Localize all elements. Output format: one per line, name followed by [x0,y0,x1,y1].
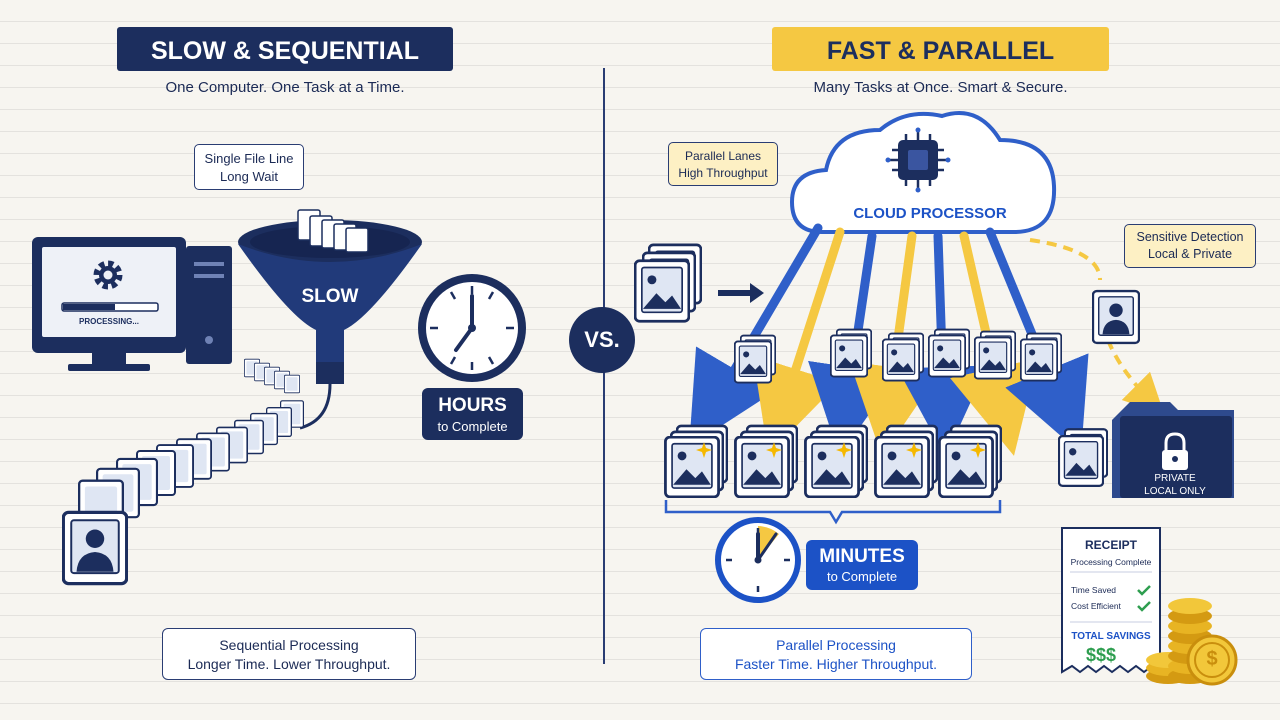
funnel-icon [238,220,422,430]
left-callout-line1: Single File Line [204,151,294,166]
sensitive-path-bottom [1106,339,1165,415]
left-footer-line2: Longer Time. Lower Throughput. [187,656,391,672]
output-bracket [664,500,1002,525]
hours-sub: to Complete [437,419,508,434]
sensitive-line1: Sensitive Detection [1136,230,1244,244]
receipt-row-cost-efficient: Cost Efficient [1071,601,1121,611]
left-footer-box [162,628,416,680]
left-title: SLOW & SEQUENTIAL [150,37,420,65]
monitor-status-text: PROCESSING... [78,317,139,326]
in-flight-image-cards [734,328,1062,384]
clock-icon [418,274,526,382]
sparkle-icon [696,442,986,458]
hours-label: HOURS [438,395,507,416]
funnel-label: SLOW [301,286,359,307]
hours-badge [422,388,523,440]
right-subtitle: Many Tasks at Once. Smart & Secure. [813,79,1068,96]
right-callout-line1: Parallel Lanes [684,149,762,163]
sensitive-callout-bubble [1124,224,1256,268]
private-label-line1: PRIVATE [1154,473,1196,484]
input-image-stack [634,243,702,323]
gear-icon [93,260,123,290]
right-footer-line2: Faster Time. Higher Throughput. [734,656,938,672]
output-image-stacks [664,424,1002,498]
right-title: FAST & PARALLEL [826,37,1055,65]
check-icon [1137,585,1151,612]
private-label-line2: LOCAL ONLY [1144,486,1206,497]
right-footer-line1: Parallel Processing [776,637,896,653]
sensitive-path-top [1029,238,1102,281]
person-document-card [62,510,128,586]
minutes-label: MINUTES [819,546,905,567]
chip-icon [885,127,951,193]
right-title-banner [772,27,1109,71]
minutes-badge [806,540,918,590]
person-icon [1092,289,1140,345]
receipt-total-label: TOTAL SAVINGS [1071,631,1151,642]
vs-label: VS. [584,327,620,352]
receipt-total-value: $$$ [1085,645,1117,665]
sensitive-line2: Local & Private [1147,247,1233,261]
left-callout-bubble [194,144,304,190]
left-subtitle: One Computer. One Task at a Time. [165,79,405,96]
left-callout-line2: Long Wait [219,169,279,184]
minutes-sub: to Complete [826,569,898,584]
vs-badge [569,307,635,373]
documents-in-funnel [297,209,369,253]
receipt-subtitle: Processing Complete [1070,557,1152,567]
desktop-computer [32,237,232,371]
parallel-lane-arrows [689,223,1089,457]
coin-dollar-sign: $ [1206,648,1218,670]
right-callout-bubble [668,142,778,186]
left-title-banner [117,27,453,71]
stopwatch-icon [715,517,801,603]
receipt-row-time-saved: Time Saved [1071,585,1117,595]
lock-icon [1162,432,1188,470]
receipt-title: RECEIPT [1084,538,1137,552]
arrow-icon [718,283,764,303]
right-callout-line2: High Throughput [678,166,768,180]
right-footer-box [700,628,972,680]
document-queue-small [244,358,300,394]
left-footer-line1: Sequential Processing [219,637,359,653]
coin-icon [1146,598,1238,686]
local-image-stack [1058,428,1108,488]
cloud-label: CLOUD PROCESSOR [853,205,1007,222]
